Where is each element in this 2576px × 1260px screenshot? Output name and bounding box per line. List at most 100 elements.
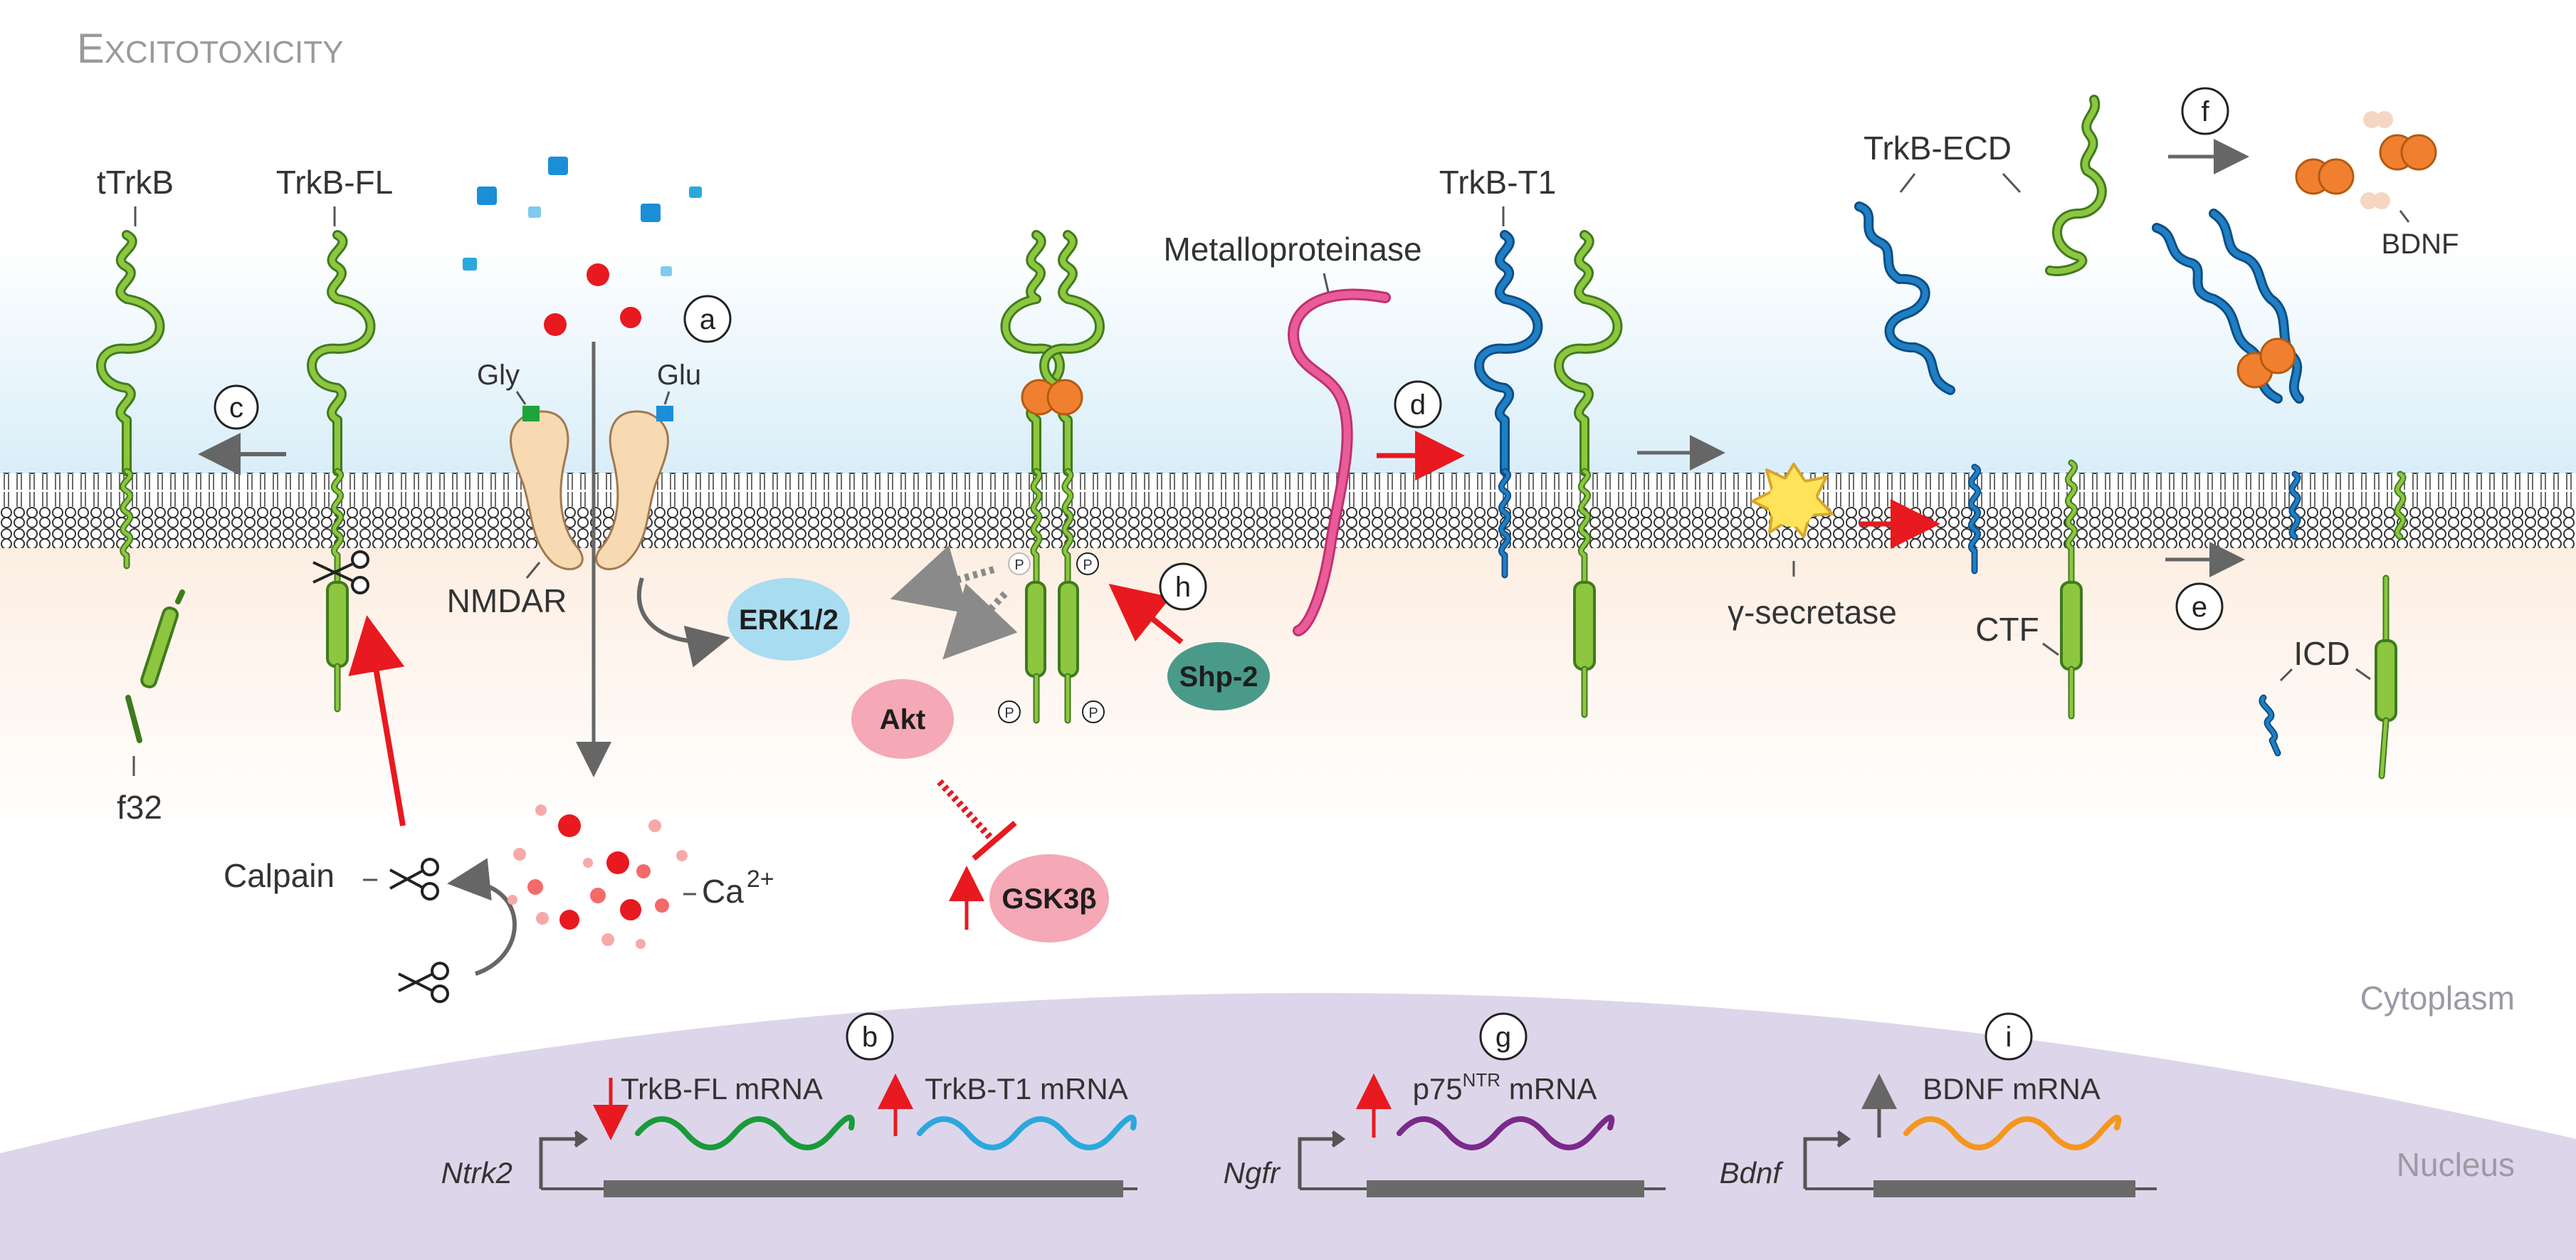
trkb-fl-receptor	[307, 230, 376, 713]
step-e-badge	[2175, 582, 2224, 631]
step-i-letter: i	[2006, 1022, 2012, 1053]
step-f-badge	[2181, 87, 2229, 135]
calcium-ion-cloud	[508, 804, 688, 949]
calpain-label: Calpain	[224, 857, 335, 894]
bdnf-sequestered	[2236, 337, 2296, 389]
icd-leader-left	[2279, 668, 2293, 682]
bdnf-dimer-bound	[1021, 379, 1083, 416]
bdnf-mrna-label: BDNF mRNA	[1923, 1072, 2101, 1106]
step-b-badge	[846, 1012, 894, 1061]
ntrk2-gene-body	[604, 1180, 1123, 1197]
erk-label: ERK1/2	[739, 604, 838, 636]
trkb-fl-mrna-label: TrkB-FL mRNA	[621, 1072, 823, 1106]
icd-leader-right	[2355, 668, 2371, 681]
step-g-letter: g	[1495, 1022, 1511, 1053]
step-d-badge	[1394, 380, 1442, 429]
trkb-t1-mrna-label: TrkB-T1 mRNA	[925, 1072, 1127, 1106]
neurotransmitter-particles	[463, 157, 702, 336]
step-f-letter: f	[2201, 96, 2209, 127]
akt-label: Akt	[880, 704, 925, 735]
step-h-badge	[1159, 562, 1207, 611]
inactive-calpain-scissors-icon	[398, 962, 449, 1003]
phosphate-icon: P	[1076, 552, 1099, 575]
step-e-letter: e	[2192, 592, 2207, 623]
step-b-letter: b	[862, 1022, 878, 1053]
calpain-scissors-icon	[389, 858, 439, 901]
step-d-letter: d	[1410, 389, 1426, 421]
svg-text:P: P	[1088, 705, 1098, 721]
bdnf-gene-label: Bdnf	[1720, 1156, 1784, 1190]
trkb-ecd-leader-right	[2002, 172, 2022, 194]
ctf-leader	[2042, 642, 2059, 656]
promoter-arrow-icon	[1803, 1130, 1851, 1189]
extracellular-space	[0, 242, 2576, 473]
glu-leader	[663, 391, 671, 405]
nmdar-label: NMDAR	[447, 582, 567, 619]
figure-title: EXCITOTOXICITY	[77, 26, 343, 72]
p-to-akt-arrow	[942, 583, 1018, 660]
svg-text:P: P	[1014, 557, 1024, 573]
nucleus-zone	[0, 992, 2576, 1260]
erk-activation-arrow	[636, 577, 730, 668]
p75-mrna-wave	[1397, 1114, 1615, 1150]
gsk3b-node	[989, 854, 1109, 943]
ctf-fragments	[1968, 459, 2083, 720]
step-g-badge	[1479, 1012, 1528, 1061]
calpain-cleavage-arrow	[348, 615, 406, 826]
gsk3b-label: GSK3β	[1002, 883, 1096, 915]
p75-mrna-label: p75NTR mRNA	[1413, 1069, 1597, 1106]
icd-label: ICD	[2293, 635, 2350, 672]
step-a-letter: a	[700, 304, 716, 335]
free-bdnf	[2295, 111, 2437, 209]
f32-fragment	[125, 589, 185, 743]
trkb-t1-mrna-wave	[917, 1114, 1137, 1150]
gamma-secretase-enzyme	[1751, 463, 1834, 538]
lipid-bilayer-membrane	[0, 473, 2576, 548]
p-to-erk-arrow	[890, 545, 995, 614]
akt-node	[851, 679, 954, 759]
glycine-site	[522, 406, 540, 421]
erk-node	[727, 578, 850, 661]
f32-label: f32	[117, 789, 162, 826]
nucleus-label: Nucleus	[2397, 1146, 2515, 1183]
glutamate-site	[656, 406, 673, 421]
step-c-letter: c	[229, 392, 243, 424]
trkb-fl-receptor-2	[1554, 230, 1623, 718]
cytoplasm-zone	[0, 547, 2576, 831]
bdnf-label: BDNF	[2382, 229, 2459, 260]
trkb-ecd-leader-left	[1899, 173, 1916, 193]
glu-label: Glu	[657, 359, 701, 391]
ntrk2-gene-label: Ntrk2	[441, 1156, 512, 1190]
trkb-t1-receptor	[1474, 230, 1543, 579]
akt-inhibition-bar	[972, 820, 1017, 861]
icd-fragments	[2259, 574, 2397, 779]
ttrkb-label: tTrkB	[97, 164, 174, 201]
step-c-badge	[214, 384, 259, 430]
gly-label: Gly	[477, 359, 520, 391]
svg-text:P: P	[1083, 557, 1092, 573]
trkb-fl-mrna-wave	[635, 1114, 855, 1150]
shp2-arrow	[1108, 584, 1184, 645]
metalloproteinase-label: Metalloproteinase	[1163, 231, 1421, 268]
ctf-label: CTF	[1975, 611, 2039, 648]
phosphate-icon: P	[998, 700, 1021, 723]
trkb-ecd-fragments	[1854, 95, 2107, 395]
scissors-icon	[312, 550, 369, 594]
gly-leader	[515, 391, 527, 405]
cytoplasm-label: Cytoplasm	[2360, 980, 2515, 1017]
trkb-ecd-label: TrkB-ECD	[1863, 130, 2012, 167]
trkb-fl-label: TrkB-FL	[276, 164, 393, 201]
phosphate-icon: P	[1008, 552, 1031, 575]
bdnf-gene-body	[1873, 1180, 2135, 1197]
membrane-stubs	[2288, 471, 2407, 540]
ttrkb-receptor	[96, 230, 165, 569]
ngfr-gene-body	[1367, 1180, 1644, 1197]
step-a-badge	[683, 295, 732, 343]
svg-text:P: P	[1004, 705, 1014, 721]
trkb-t1-label: TrkB-T1	[1439, 164, 1556, 201]
gamma-secretase-label: γ-secretase	[1728, 594, 1897, 631]
promoter-arrow-icon	[1298, 1130, 1346, 1189]
phosphate-icon: P	[1082, 700, 1105, 723]
